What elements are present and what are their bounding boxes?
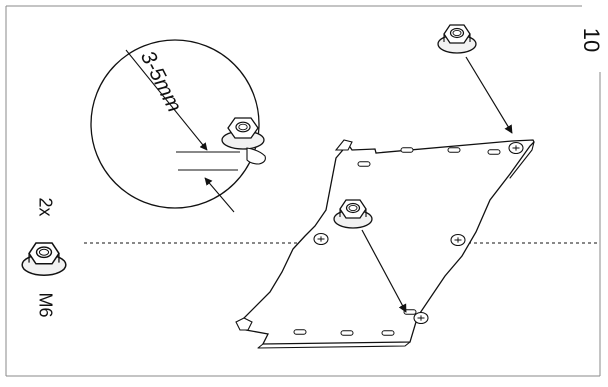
install-arrow-middle [361,229,407,313]
fastener-quantity: 2x [35,197,55,216]
install-arrow-top [465,56,513,134]
detail-callout: 3-5mm [90,39,266,213]
step-number: 10 [579,28,604,52]
page-frame [5,5,601,377]
loose-flange-nut [21,242,67,276]
detail-flange-nut [221,117,266,165]
fastener-size: M6 [35,292,55,317]
mounting-plate [235,139,535,349]
flange-nut-top [437,24,477,54]
